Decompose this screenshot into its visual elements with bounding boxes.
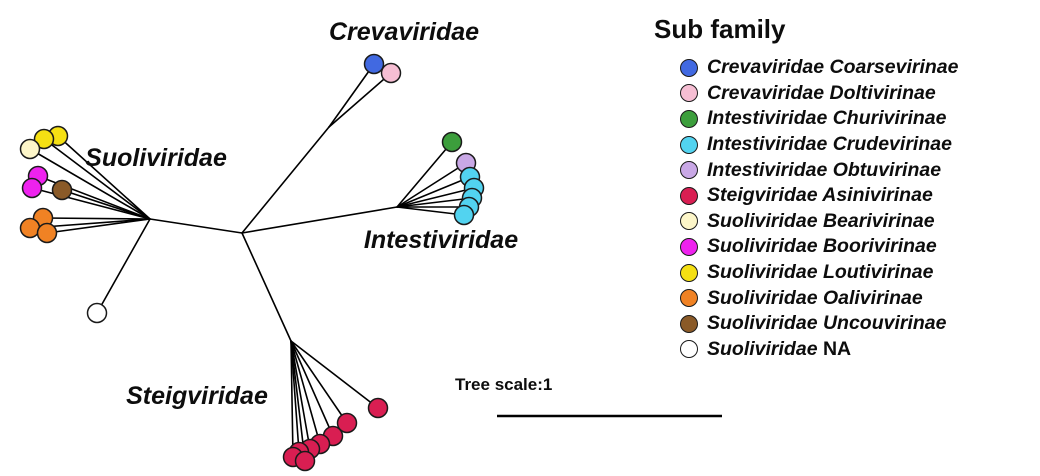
- tree-branch: [46, 218, 151, 234]
- tree-branch: [43, 138, 151, 220]
- tree-tip-steigviridae-asinivirinae: [294, 450, 316, 472]
- family-label-steigviridae: Steigviridae: [126, 382, 268, 410]
- tree-scale-label: Tree scale:1: [455, 375, 553, 394]
- tree-branch: [290, 340, 321, 445]
- legend-swatch-icon: [680, 186, 698, 205]
- tree-branch: [396, 176, 471, 208]
- tree-branch: [290, 340, 348, 424]
- tree-branch: [290, 340, 311, 450]
- legend-entry-label: Intestiviridae Crudevirinae: [707, 133, 952, 156]
- tree-tip-steigviridae-asinivirinae: [367, 397, 389, 419]
- tree-tip-crevaviridae-doltivirinae: [380, 62, 402, 84]
- tree-branch: [396, 141, 453, 208]
- legend-entry-label: Intestiviridae Obtuvirinae: [707, 158, 942, 181]
- legend-swatch-icon: [680, 135, 698, 154]
- tree-branch: [290, 340, 294, 458]
- legend-entry-label: Intestiviridae Churivirinae: [707, 107, 947, 130]
- legend-swatch-icon: [680, 109, 698, 128]
- legend-swatch-icon: [680, 340, 698, 359]
- tree-branch: [31, 187, 151, 220]
- legend-swatch-icon: [680, 289, 698, 308]
- tree-branch: [241, 206, 398, 234]
- family-label-intestiviridae: Intestiviridae: [363, 226, 519, 254]
- tree-tip-intestiviridae-churivirinae: [441, 131, 463, 153]
- legend-entry: Suoliviridae Bearivirinae: [652, 209, 1037, 235]
- legend-title: Sub family: [654, 14, 786, 44]
- family-label-suoliviridae: Suoliviridae: [85, 144, 227, 172]
- tree-branch: [241, 232, 292, 342]
- legend-entry-label: Suoliviridae Oalivirinae: [707, 286, 923, 309]
- tree-branch: [290, 340, 306, 462]
- tree-tip-suoliviridae-oalivirinae: [19, 217, 41, 239]
- legend-entry-label: Suoliviridae Uncouvirinae: [707, 312, 947, 335]
- legend-entry: Suoliviridae Loutivirinae: [652, 260, 1037, 286]
- legend-entry-label: Suoliviridae Bearivirinae: [707, 209, 935, 232]
- legend-entry: Steigviridae Asinivirinae: [652, 183, 1037, 209]
- legend-entry: Intestiviridae Obtuvirinae: [652, 157, 1037, 183]
- tree-branch: [396, 197, 473, 208]
- legend-swatch-icon: [680, 212, 698, 231]
- legend-swatch-icon: [680, 314, 698, 333]
- tree-branch: [149, 218, 243, 234]
- legend-entry: Crevaviridae Doltivirinae: [652, 81, 1037, 107]
- tree-branch: [57, 135, 151, 220]
- tree-tips: [19, 53, 485, 472]
- legend-entry: Suoliviridae NA: [652, 337, 1037, 363]
- legend-swatch-icon: [680, 161, 698, 180]
- legend-entry: Suoliviridae Uncouvirinae: [652, 311, 1037, 337]
- tree-branch: [396, 162, 467, 208]
- legend-entry: Crevaviridae Coarsevirinae: [652, 55, 1037, 81]
- tree-tip-crevaviridae-coarsevirinae: [363, 53, 385, 75]
- tree-branch: [290, 340, 379, 409]
- legend-swatch-icon: [680, 84, 698, 103]
- tree-tip-suoliviridae-na: [86, 302, 108, 324]
- tree-tip-suoliviridae-uncouvirinae: [51, 179, 73, 201]
- tree-tip-suoliviridae-loutivirinae: [33, 128, 55, 150]
- tree-branch: [396, 206, 465, 216]
- legend-entry: Suoliviridae Oalivirinae: [652, 285, 1037, 311]
- tree-branch: [328, 72, 392, 128]
- tree-branch: [241, 126, 330, 234]
- legend-entry-label: Suoliviridae Boorivirinae: [707, 235, 937, 258]
- tree-branch: [290, 340, 334, 437]
- tree-branch: [96, 218, 151, 314]
- legend-entry-label: Crevaviridae Coarsevirinae: [707, 56, 959, 79]
- legend-swatch-icon: [680, 263, 698, 282]
- tree-tip-intestiviridae-crudevirinae: [453, 204, 475, 226]
- legend-entry-label: Steigviridae Asinivirinae: [707, 184, 933, 207]
- legend-entry-label: Crevaviridae Doltivirinae: [707, 81, 936, 104]
- tree-branch: [29, 148, 151, 220]
- legend-entry: Intestiviridae Churivirinae: [652, 106, 1037, 132]
- legend-entry: Suoliviridae Boorivirinae: [652, 234, 1037, 260]
- tree-branch: [396, 187, 475, 208]
- tree-branch: [42, 217, 151, 220]
- tree-branch: [37, 175, 151, 220]
- legend-swatch-icon: [680, 58, 698, 77]
- legend-swatch-icon: [680, 237, 698, 256]
- tree-branch: [328, 63, 375, 128]
- family-label-crevaviridae: Crevaviridae: [328, 18, 480, 46]
- tree-tip-steigviridae-asinivirinae: [336, 412, 358, 434]
- tree-branch: [290, 340, 300, 453]
- legend-entry-label: Suoliviridae Loutivirinae: [707, 261, 934, 284]
- legend-entry-label: Suoliviridae NA: [707, 337, 852, 360]
- tree-tip-suoliviridae-oalivirinae: [36, 222, 58, 244]
- legend-entry: Intestiviridae Crudevirinae: [652, 132, 1037, 158]
- tree-branches: [29, 63, 475, 462]
- tree-tip-suoliviridae-bearivirinae: [19, 138, 41, 160]
- tree-tip-suoliviridae-boorivirinae: [21, 177, 43, 199]
- tree-branch: [61, 189, 151, 220]
